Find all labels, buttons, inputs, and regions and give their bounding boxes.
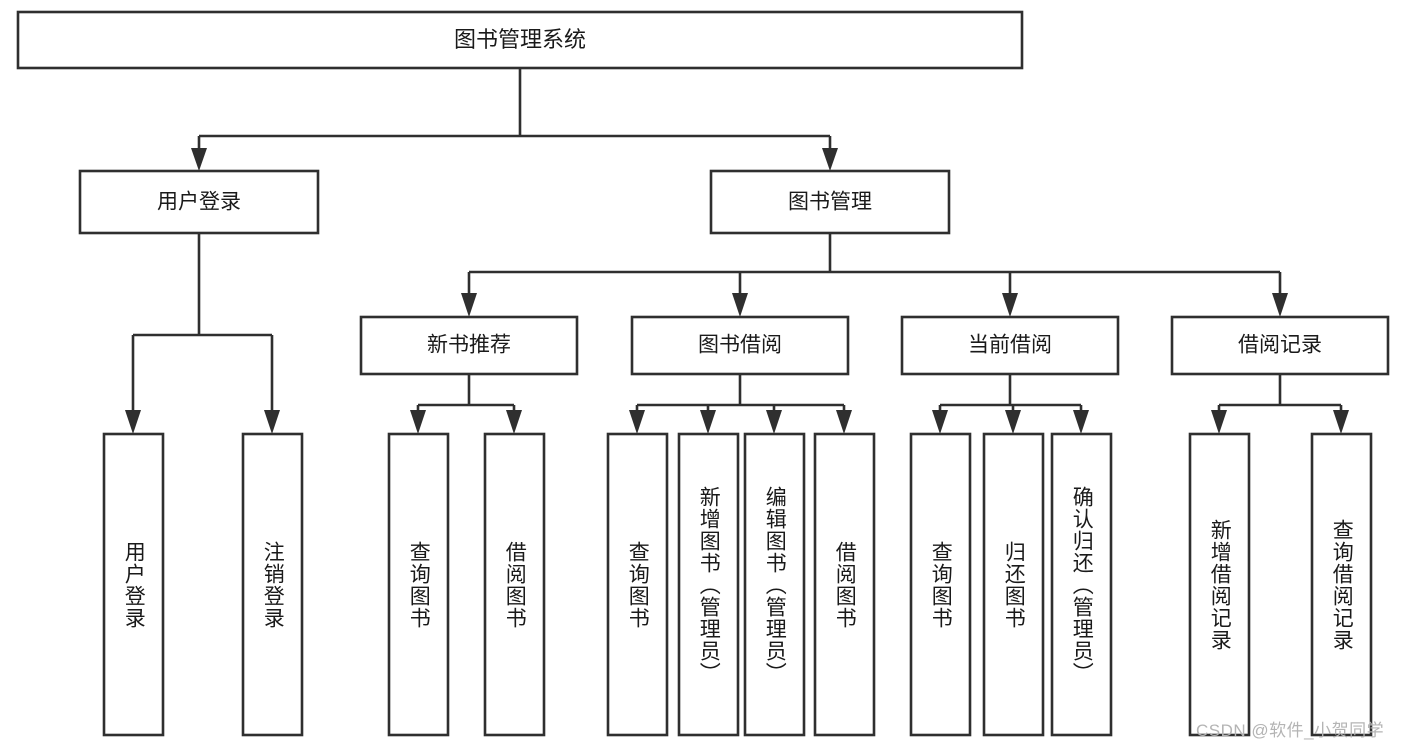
arrow-head-leaf-borrow-book-bor (836, 410, 852, 434)
node-box-layer: 图书管理系统 用户登录 图书管理 新书推荐 图书借阅 当前借阅 借阅记录 (16, 10, 1390, 737)
node-box-leaf-user-login[interactable] (102, 432, 165, 737)
node-box-leaf-query-book-cur[interactable] (909, 432, 972, 737)
arrow-head-leaf-user-login (125, 410, 141, 434)
csdn-watermark: CSDN @软件_小贺同学 (1196, 721, 1385, 740)
arrow-head-leaf-confirm-return (1073, 410, 1089, 434)
node-box-book-manage[interactable] (709, 169, 951, 235)
arrow-head-leaf-edit-book-admin (766, 410, 782, 434)
arrow-head-borrow-record (1272, 293, 1288, 317)
node-box-leaf-borrow-book-rec[interactable] (483, 432, 546, 737)
arrow-head-leaf-query-book-bor (629, 410, 645, 434)
arrow-head-leaf-return-book (1005, 410, 1021, 434)
node-box-borrow-record[interactable] (1170, 315, 1390, 376)
node-box-new-book-recommend[interactable] (359, 315, 579, 376)
node-label-borrow-record: 借阅记录 (1238, 334, 1322, 357)
node-box-user-login[interactable] (78, 169, 320, 235)
node-label-new-book-recommend: 新书推荐 (427, 334, 511, 357)
arrow-head-user-login (191, 148, 207, 171)
arrow-head-book-borrow (732, 293, 748, 317)
node-box-leaf-confirm-return[interactable] (1050, 432, 1113, 737)
node-box-leaf-query-borrow-record[interactable] (1310, 432, 1373, 737)
node-label-user-login: 用户登录 (157, 191, 241, 214)
node-box-leaf-add-borrow-record[interactable] (1188, 432, 1251, 737)
node-box-leaf-edit-book-admin[interactable] (743, 432, 806, 737)
node-box-root[interactable] (16, 10, 1024, 70)
arrow-head-current-borrow (1002, 293, 1018, 317)
arrow-head-book-manage (822, 148, 838, 171)
node-box-leaf-return-book[interactable] (982, 432, 1045, 737)
node-box-leaf-query-book-rec[interactable] (387, 432, 450, 737)
node-label-root: 图书管理系统 (454, 27, 586, 52)
arrow-head-leaf-borrow-book-rec (506, 410, 522, 434)
arrow-head-leaf-add-borrow-record (1211, 410, 1227, 434)
node-box-current-borrow[interactable] (900, 315, 1120, 376)
node-label-current-borrow: 当前借阅 (968, 334, 1052, 357)
node-label-book-borrow: 图书借阅 (698, 334, 782, 357)
arrow-head-new-book-recommend (461, 293, 477, 317)
arrow-head-leaf-query-book-cur (932, 410, 948, 434)
node-box-leaf-query-book-bor[interactable] (606, 432, 669, 737)
arrow-head-leaf-query-borrow-record (1333, 410, 1349, 434)
node-box-book-borrow[interactable] (630, 315, 850, 376)
arrow-head-leaf-add-book-admin (700, 410, 716, 434)
connector-layer (125, 68, 1349, 434)
arrow-head-leaf-user-logout (264, 410, 280, 434)
node-box-leaf-user-logout[interactable] (241, 432, 304, 737)
node-label-book-manage: 图书管理 (788, 191, 872, 214)
node-box-leaf-borrow-book-bor[interactable] (813, 432, 876, 737)
node-box-leaf-add-book-admin[interactable] (677, 432, 740, 737)
arrow-head-leaf-query-book-rec (410, 410, 426, 434)
